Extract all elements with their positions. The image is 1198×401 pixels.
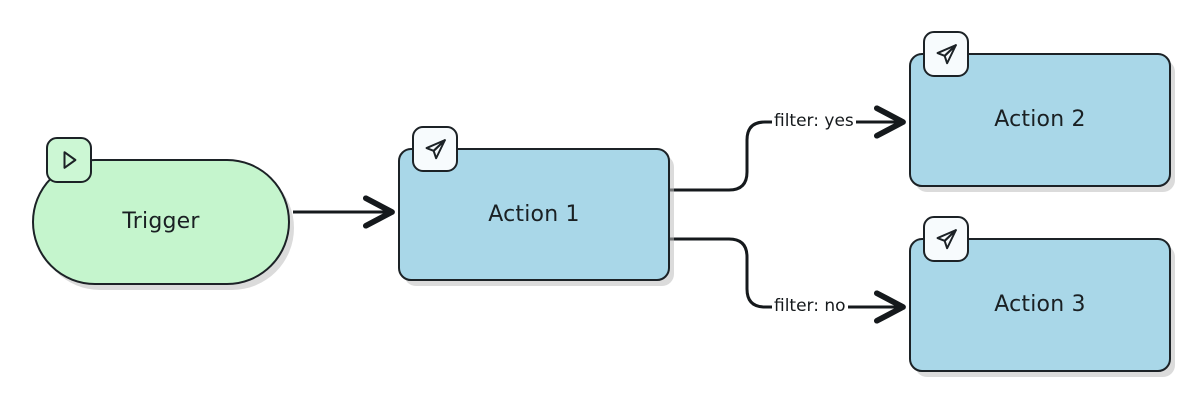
send-icon <box>412 126 458 172</box>
node-action-3[interactable]: Action 3 <box>909 216 1171 372</box>
send-icon <box>923 31 969 77</box>
node-action-3-label: Action 3 <box>994 292 1086 317</box>
node-trigger-label: Trigger <box>122 209 200 234</box>
edge-label-filter-no: filter: no <box>772 296 848 316</box>
node-action-1[interactable]: Action 1 <box>398 126 670 281</box>
node-action-2-label: Action 2 <box>994 107 1086 132</box>
node-action-2[interactable]: Action 2 <box>909 31 1171 187</box>
node-action-1-label: Action 1 <box>488 201 580 227</box>
play-icon <box>46 137 92 183</box>
edge-action-1-to-action-2 <box>670 122 903 192</box>
send-icon <box>923 216 969 262</box>
node-trigger[interactable]: Trigger <box>32 137 290 285</box>
edge-label-filter-yes: filter: yes <box>772 111 856 131</box>
